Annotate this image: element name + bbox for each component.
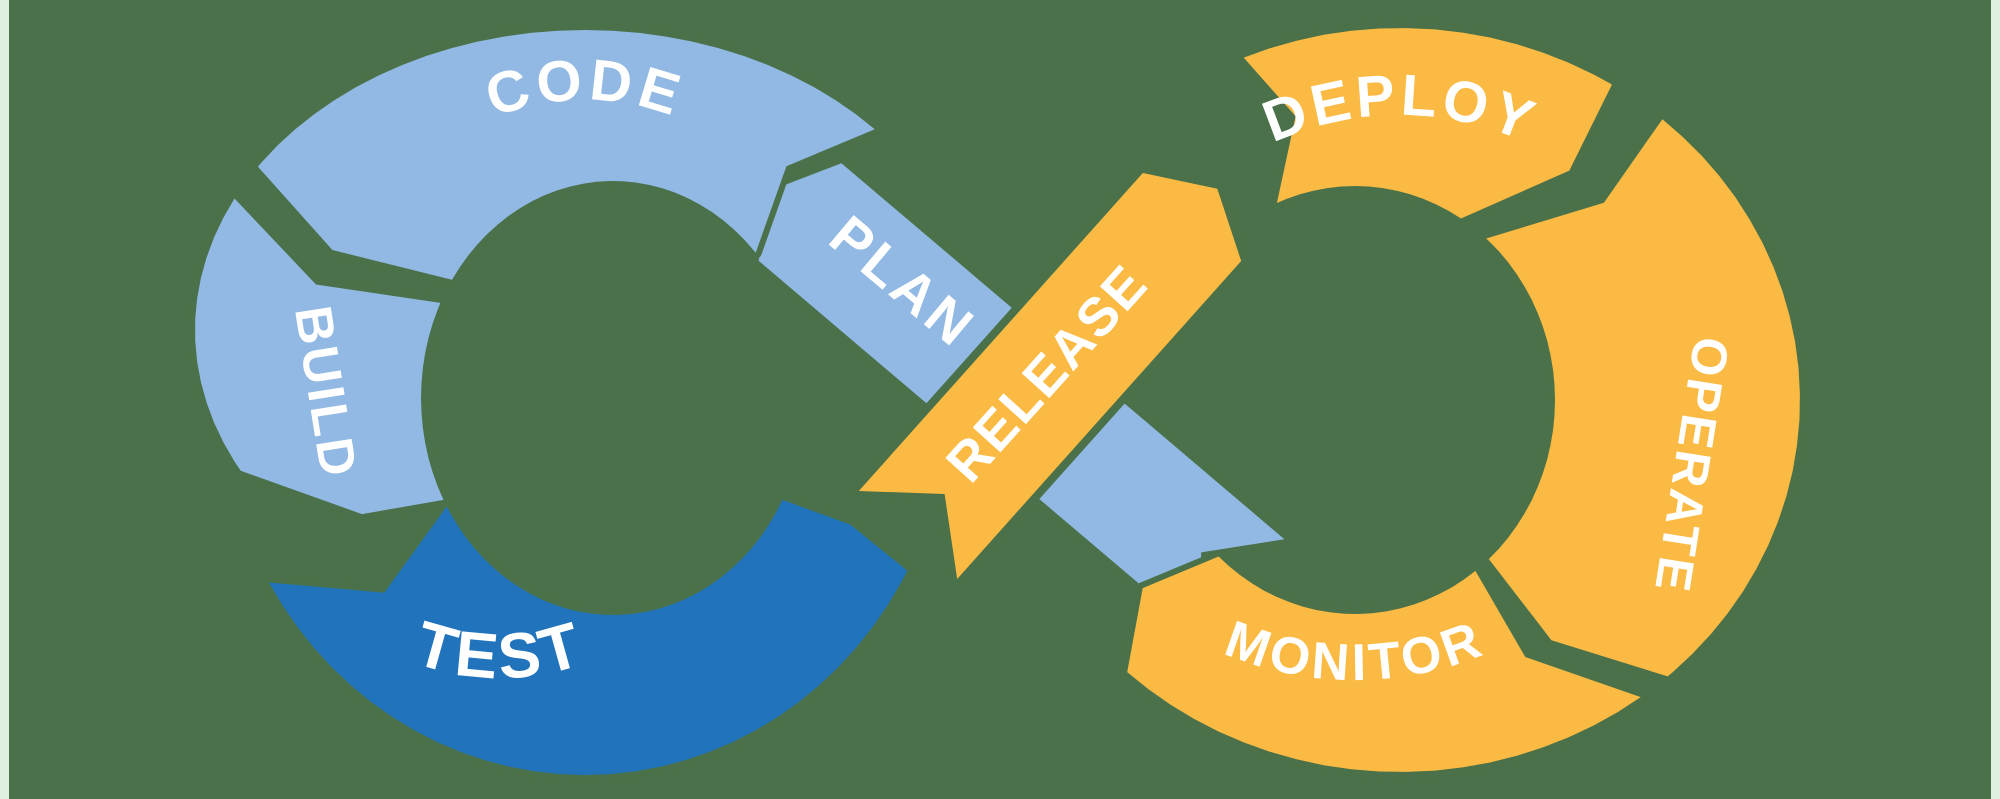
label-test: TEST: [408, 607, 588, 693]
left-edge-highlight: [0, 0, 9, 799]
segment-release: [850, 165, 1250, 587]
segment-monitor: [1121, 550, 1647, 778]
segment-build: [189, 192, 450, 521]
segment-operate: [1480, 113, 1806, 683]
svg-text:TEST: TEST: [408, 607, 592, 693]
right-edge-highlight: [1991, 0, 2000, 799]
segment-deploy: [1237, 22, 1618, 225]
segment-code: [251, 24, 881, 286]
segment-test: [262, 493, 914, 781]
